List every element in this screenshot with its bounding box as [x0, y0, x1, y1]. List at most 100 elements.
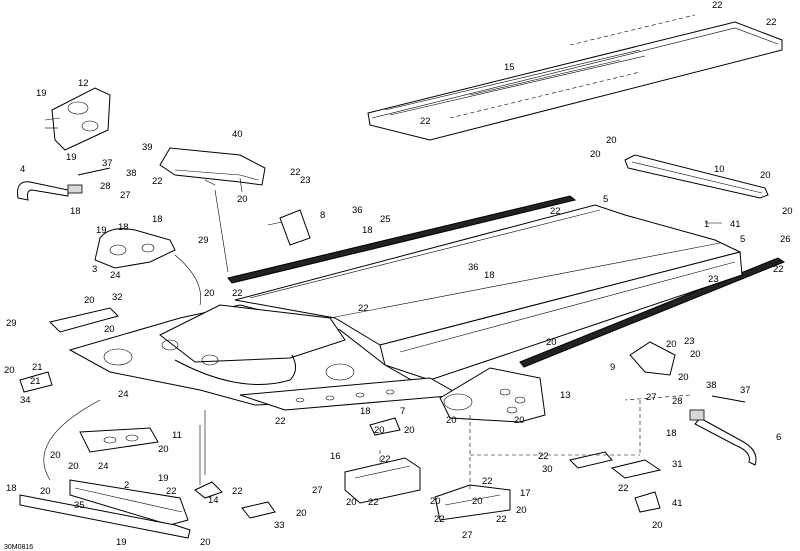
- callout-21: 21: [32, 362, 43, 373]
- part-30-bracket: [569, 451, 613, 469]
- part-35-rail: [19, 494, 191, 539]
- callout-22: 22: [538, 451, 549, 462]
- callout-22: 22: [380, 454, 391, 465]
- callout-20: 20: [472, 496, 483, 507]
- callout-labels: 2222152212191940392222234373828271820201…: [4, 0, 793, 548]
- part-41-bracket: [634, 491, 661, 513]
- part-10-bar: [624, 154, 769, 199]
- part-14-bracket: [194, 481, 223, 499]
- callout-26: 26: [780, 234, 791, 245]
- callout-20: 20: [158, 444, 169, 455]
- callout-22: 22: [152, 176, 163, 187]
- callout-18: 18: [152, 214, 163, 225]
- callout-33: 33: [274, 520, 285, 531]
- callout-5: 5: [740, 234, 745, 245]
- callout-18: 18: [6, 483, 17, 494]
- part-25-rail: [227, 195, 577, 284]
- callout-36: 36: [468, 262, 479, 273]
- main-tunnel: [68, 204, 743, 411]
- callout-18: 18: [362, 225, 373, 236]
- callout-20: 20: [606, 135, 617, 146]
- callout-1: 1: [704, 219, 709, 230]
- callout-19: 19: [36, 88, 47, 99]
- callout-22: 22: [232, 486, 243, 497]
- callout-22: 22: [420, 116, 431, 127]
- callout-28: 28: [100, 181, 111, 192]
- callout-41: 41: [672, 498, 683, 509]
- callout-37: 37: [102, 158, 113, 169]
- callout-20: 20: [237, 194, 248, 205]
- callout-18: 18: [484, 270, 495, 281]
- callout-30: 30: [542, 464, 553, 475]
- callout-18: 18: [70, 206, 81, 217]
- callout-2: 2: [124, 480, 129, 491]
- callout-20: 20: [200, 537, 211, 548]
- callout-3: 3: [92, 264, 97, 275]
- callout-24: 24: [110, 270, 121, 281]
- callout-22: 22: [773, 264, 784, 275]
- callout-29: 29: [6, 318, 17, 329]
- callout-19: 19: [158, 473, 169, 484]
- callout-6: 6: [776, 432, 781, 443]
- callout-38: 38: [126, 168, 137, 179]
- callout-18: 18: [118, 222, 129, 233]
- callout-34: 34: [20, 395, 31, 406]
- callout-23: 23: [708, 274, 719, 285]
- callout-20: 20: [204, 288, 215, 299]
- callout-20: 20: [652, 520, 663, 531]
- callout-17: 17: [520, 488, 531, 499]
- callout-27: 27: [120, 190, 131, 201]
- callout-13: 13: [560, 390, 571, 401]
- part-26-rail: [519, 257, 786, 368]
- callout-20: 20: [546, 337, 557, 348]
- callout-20: 20: [514, 415, 525, 426]
- callout-20: 20: [84, 295, 95, 306]
- callout-20: 20: [40, 486, 51, 497]
- callout-28: 28: [672, 396, 683, 407]
- callout-10: 10: [714, 164, 725, 175]
- part-4-handle: [17, 167, 111, 201]
- callout-20: 20: [678, 372, 689, 383]
- callout-23: 23: [300, 175, 311, 186]
- callout-22: 22: [618, 483, 629, 494]
- part-6-handle: [689, 395, 757, 466]
- part-32-plate: [49, 307, 119, 333]
- leader-lines: [43, 189, 722, 490]
- callout-23: 23: [684, 336, 695, 347]
- callout-19: 19: [96, 225, 107, 236]
- part-16-bracket: [344, 457, 421, 504]
- callout-27: 27: [312, 485, 323, 496]
- callout-20: 20: [590, 149, 601, 160]
- callout-22: 22: [358, 303, 369, 314]
- callout-22: 22: [766, 17, 777, 28]
- callout-22: 22: [290, 167, 301, 178]
- callout-29: 29: [198, 235, 209, 246]
- callout-20: 20: [4, 365, 15, 376]
- part-8-plate: [267, 209, 311, 246]
- callout-9: 9: [610, 362, 615, 373]
- callout-19: 19: [116, 537, 127, 548]
- callout-32: 32: [112, 292, 123, 303]
- callout-40: 40: [232, 129, 243, 140]
- callout-18: 18: [360, 406, 371, 417]
- part-3-bracket: [94, 228, 176, 269]
- callout-20: 20: [516, 505, 527, 516]
- callout-27: 27: [462, 530, 473, 541]
- callout-31: 31: [672, 459, 683, 470]
- callout-35: 35: [74, 500, 85, 511]
- callout-25: 25: [380, 214, 391, 225]
- callout-20: 20: [782, 206, 793, 217]
- callout-22: 22: [232, 288, 243, 299]
- part-2-rail: [69, 479, 189, 526]
- part-33-bracket: [241, 501, 276, 519]
- callout-24: 24: [118, 389, 129, 400]
- part-9-bracket: [629, 341, 676, 376]
- callout-4: 4: [20, 164, 25, 175]
- callout-5: 5: [603, 194, 608, 205]
- callout-38: 38: [706, 380, 717, 391]
- part-31-bracket: [610, 459, 662, 479]
- part-34-bracket: [19, 371, 53, 393]
- callout-22: 22: [482, 476, 493, 487]
- diagram-code: 30M0816: [4, 544, 33, 551]
